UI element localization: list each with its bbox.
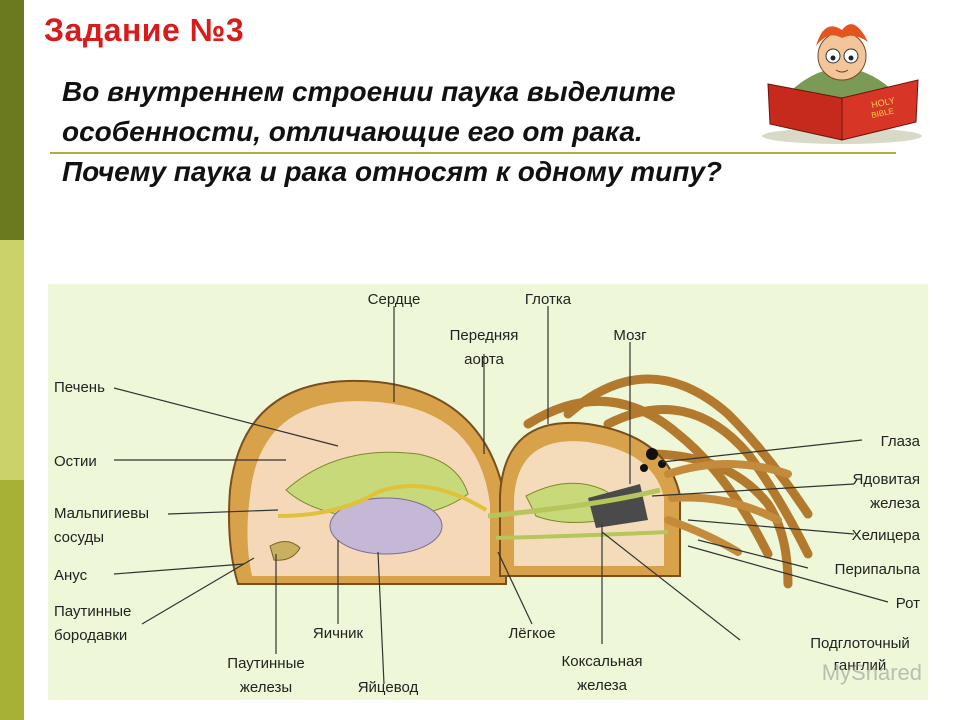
label-brain: Мозг <box>613 327 647 344</box>
label-eyes: Глаза <box>881 433 921 450</box>
label-lung: Лёгкое <box>508 625 555 642</box>
watermark: MyShared <box>822 660 922 685</box>
title-divider <box>50 152 896 154</box>
spider-anatomy-diagram: Сердце Глотка Передняя аорта Мозг Печень… <box>48 284 928 700</box>
reading-student-illustration: HOLY BIBLE <box>754 8 930 152</box>
label-anus: Анус <box>54 567 88 584</box>
label-ostia: Остии <box>54 453 97 470</box>
slide-title: Задание №3 <box>44 12 244 49</box>
label-silk-glands-1: Паутинные <box>227 655 304 672</box>
label-chelicera: Хелицера <box>852 527 921 544</box>
task-question: Во внутреннем строении паука выделите ос… <box>62 72 722 192</box>
label-coxal-gland-2: железа <box>577 677 628 694</box>
label-coxal-gland-1: Коксальная <box>562 653 643 670</box>
label-oviduct: Яйцевод <box>358 679 419 696</box>
label-malpighian-1: Мальпигиевы <box>54 505 149 522</box>
label-silk-glands-2: железы <box>240 679 292 696</box>
label-malpighian-2: сосуды <box>54 529 104 546</box>
label-pedipalp: Перипальпа <box>835 561 921 578</box>
label-pharynx: Глотка <box>525 291 572 308</box>
label-liver: Печень <box>54 379 105 396</box>
label-ovary: Яичник <box>313 625 364 642</box>
label-heart: Сердце <box>368 291 421 308</box>
label-venom-gland-2: железа <box>870 495 921 512</box>
label-front-aorta-1: Передняя <box>450 327 519 344</box>
side-bar-top <box>0 0 24 240</box>
label-subpharyngeal-1: Подглоточный <box>810 635 910 652</box>
label-spinnerets-1: Паутинные <box>54 603 131 620</box>
label-front-aorta-2: аорта <box>464 351 504 368</box>
label-mouth: Рот <box>896 595 920 612</box>
side-bar-middle <box>0 240 24 480</box>
label-spinnerets-2: бородавки <box>54 627 127 644</box>
side-bar-bottom <box>0 480 24 720</box>
label-venom-gland-1: Ядовитая <box>853 471 920 488</box>
